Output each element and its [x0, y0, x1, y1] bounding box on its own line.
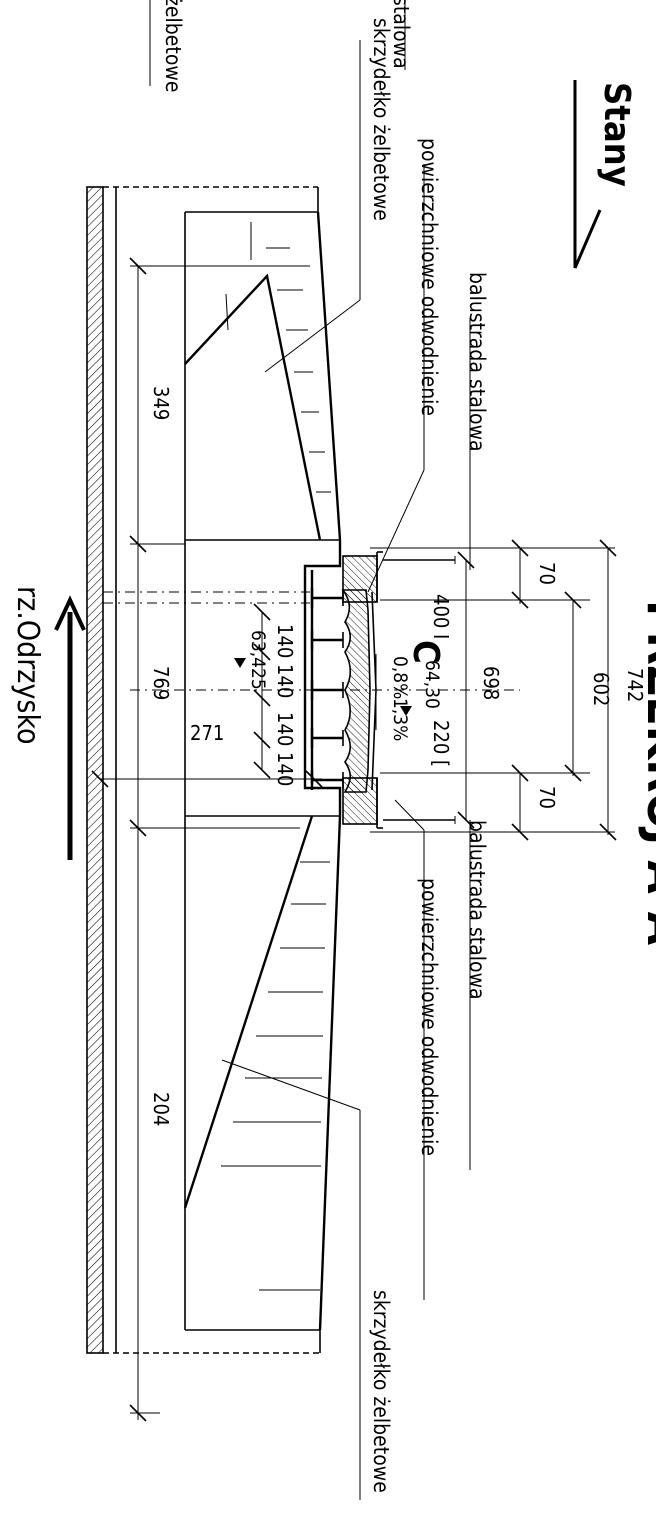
dim-abutment-offset: 271 — [190, 721, 224, 745]
dim-total-width: 742 — [623, 668, 647, 702]
rotated-text-layer: Stany PRZEKRÓJ A-A rz.Odrzysko stalowa ż… — [10, 0, 656, 1493]
slope-left-label: 0,8% — [389, 656, 411, 699]
elevation-markers — [234, 654, 412, 730]
dim-abutment-span: 769 — [149, 666, 173, 700]
stany-title: Stany — [596, 82, 637, 187]
curb-top — [342, 551, 383, 603]
slope-right-label: 1,3% — [389, 698, 411, 741]
dimension-lines-left — [91, 257, 323, 1422]
elev-road-marker — [400, 706, 412, 716]
dim-beam-3: 140 — [273, 712, 297, 746]
railing-posts — [383, 556, 456, 824]
label-wing-bottom: skrzydełko żelbetowe — [369, 1290, 393, 1493]
dim-wing-bottom: 204 — [149, 1092, 173, 1126]
page-heading: PRZEKRÓJ A-A — [636, 600, 656, 946]
dimension-lines-right — [370, 539, 617, 841]
steel-girders — [310, 570, 344, 790]
girder-4 — [310, 728, 344, 748]
leader-lines — [149, 0, 471, 1500]
deck-slab — [341, 589, 371, 793]
dim-beam-1: 140 — [273, 624, 297, 658]
riverbed-strip — [86, 186, 104, 1354]
stany-title-group — [573, 80, 602, 269]
curb-bottom — [342, 777, 383, 829]
label-rail-top: balustrada stalowa — [465, 272, 489, 452]
grade-letter: C — [405, 640, 446, 664]
dim-sidewalk-bottom: 70 — [535, 786, 559, 809]
river-flow-arrow — [54, 595, 86, 860]
abutment-outline — [103, 186, 321, 1354]
wing-wall-top — [184, 211, 342, 541]
dim-beam-2: 140 — [273, 664, 297, 698]
label-wing-partial-a: stalowa — [389, 0, 413, 69]
label-rail-bottom: balustrada stalowa — [465, 820, 489, 1000]
girder-1 — [310, 588, 344, 608]
elev-soffit-marker — [234, 658, 246, 668]
river-label: rz.Odrzysko — [10, 586, 45, 745]
wing-wall-bottom — [183, 815, 342, 1331]
elev-road-label: 64,30 — [421, 660, 443, 709]
label-wing-partial-b: żelbetowe — [161, 0, 185, 92]
girder-top-label: 400 I — [429, 594, 453, 639]
dim-wing-top: 349 — [149, 386, 173, 420]
girder-3 — [310, 680, 344, 700]
dim-carriageway: 602 — [589, 672, 613, 706]
dim-beam-4: 140 — [273, 752, 297, 786]
label-drain-top: powierzchniowe odwodnienie — [417, 138, 441, 416]
dim-sidewalk-top: 70 — [535, 562, 559, 585]
girder-bottom-label: 220 [ — [429, 720, 453, 767]
girder-2 — [310, 630, 344, 650]
elev-soffit-label: 63,425 — [247, 630, 269, 690]
dim-deck-width: 698 — [479, 666, 503, 700]
label-drain-bottom: powierzchniowe odwodnienie — [417, 878, 441, 1156]
abutment-cap — [103, 540, 342, 816]
label-wing-top: skrzydełko żelbetowe — [369, 18, 393, 221]
